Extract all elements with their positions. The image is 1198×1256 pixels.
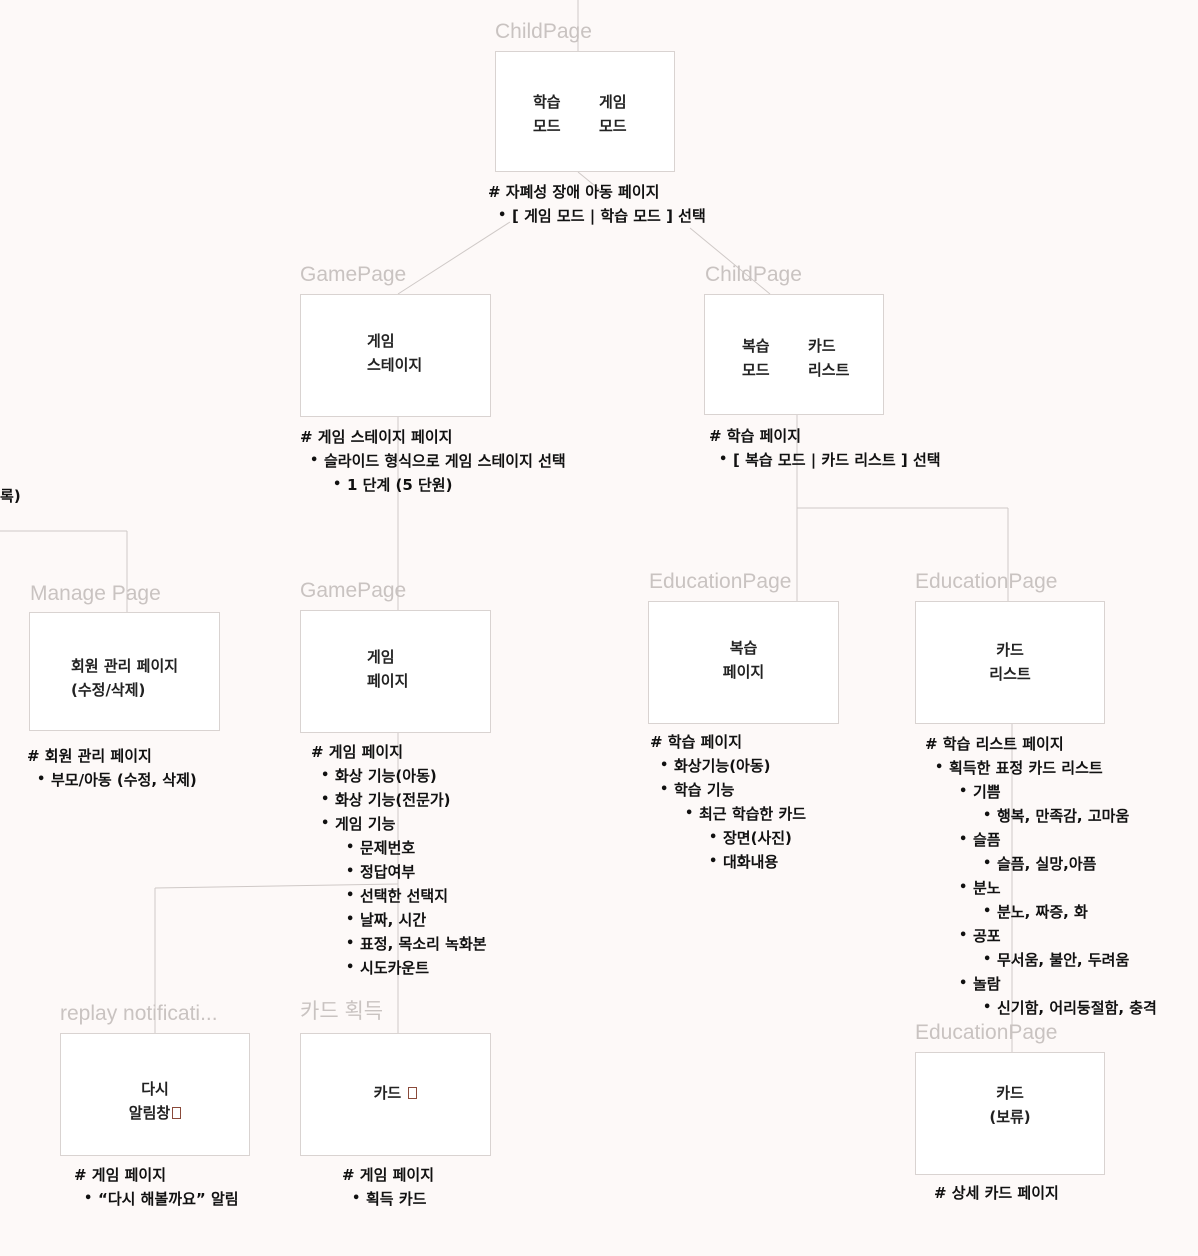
emotion-name: 분노 <box>959 876 1133 900</box>
note-heading: # 상세 카드 페이지 <box>934 1184 1059 1202</box>
note-item: 부모/아동 (수정, 삭제) <box>37 768 197 792</box>
emotion-words: 분노, 짜증, 화 <box>983 900 1157 924</box>
note-item: 화상기능(아동) <box>660 754 781 778</box>
frame-text: 복습 페이지 <box>722 639 765 681</box>
note-heading: # 게임 페이지 <box>311 743 404 761</box>
frame-title: ChildPage <box>705 263 802 286</box>
frame-title: EducationPage <box>915 570 1058 593</box>
note-heading: # 회원 관리 페이지 <box>27 747 152 765</box>
frame-text: 게임 스테이지 <box>367 332 423 374</box>
note-item: 슬라이드 형식으로 게임 스테이지 선택 <box>310 449 566 473</box>
frame-title: 카드 획득 <box>300 1000 384 1023</box>
child-main-note: # 자폐성 장애 아동 페이지 [ 게임 모드 | 학습 모드 ] 선택 <box>488 180 706 228</box>
note-item: 획득 카드 <box>352 1187 458 1211</box>
calendar-icon <box>172 1107 182 1119</box>
note-sub-item: 시도카운트 <box>346 956 487 980</box>
frame-text: 다시 <box>141 1080 169 1098</box>
note-sub-item: 문제번호 <box>346 836 487 860</box>
frame-text: 복습 모드 <box>742 337 770 379</box>
note-heading: # 학습 리스트 페이지 <box>925 735 1064 753</box>
card-get-frame[interactable]: 카드 <box>300 1033 491 1156</box>
child-review-note: # 학습 페이지 [ 복습 모드 | 카드 리스트 ] 선택 <box>709 424 941 472</box>
note-heading: # 게임 페이지 <box>342 1166 435 1184</box>
note-sub-item: 정답여부 <box>346 860 487 884</box>
replay-note: # 게임 페이지 “다시 해볼까요” 알림 <box>74 1163 239 1211</box>
note-sub-item: 선택한 선택지 <box>346 884 487 908</box>
frame-text: 게임 페이지 <box>367 648 409 690</box>
frame-text: 카드 (보류) <box>989 1084 1031 1126</box>
manage-frame[interactable]: 회원 관리 페이지 (수정/삭제) <box>29 612 220 731</box>
frame-text-line: 카드 <box>301 1081 490 1105</box>
note-sub-item: 1 단계 (5 단원) <box>333 473 589 497</box>
frame-title: ChildPage <box>495 20 592 43</box>
emotion-words: 무서움, 불안, 두려움 <box>983 948 1157 972</box>
card-get-note: # 게임 페이지 획득 카드 <box>342 1163 434 1211</box>
note-fragment: 록 <box>0 487 14 505</box>
frame-text-line: 알림창 <box>61 1101 249 1125</box>
frame-text: 게임 모드 <box>599 93 627 135</box>
frame-title: GamePage <box>300 579 407 602</box>
note-fragment: ) <box>13 487 21 505</box>
note-sub-sub-item: 대화내용 <box>709 850 830 874</box>
child-main-frame[interactable]: 학습 모드 게임 모드 <box>495 51 675 172</box>
note-sub-item: 날짜, 시간 <box>346 908 487 932</box>
emotion-name: 기쁨 <box>959 780 1133 804</box>
child-review-frame[interactable]: 복습 모드 카드 리스트 <box>704 294 884 415</box>
frame-text: 카드 리스트 <box>808 337 850 379</box>
card-hold-note: # 상세 카드 페이지 <box>934 1181 1059 1205</box>
partial-edge-note: 록) <box>0 484 21 508</box>
frame-title: Manage Page <box>30 582 161 605</box>
emotion-name: 놀람 <box>959 972 1133 996</box>
note-item: 게임 기능 <box>321 812 462 836</box>
emotion-name: 슬픔 <box>959 828 1133 852</box>
note-heading: # 학습 페이지 <box>650 733 743 751</box>
note-heading: # 게임 스테이지 페이지 <box>300 428 453 446</box>
frame-text: 카드 리스트 <box>989 641 1031 683</box>
note-item: “다시 해볼까요” 알림 <box>84 1187 239 1211</box>
note-sub-item: 표정, 목소리 녹화본 <box>346 932 486 956</box>
game-page-frame[interactable]: 게임 페이지 <box>300 610 491 733</box>
note-heading: # 자폐성 장애 아동 페이지 <box>488 183 660 201</box>
emotion-name: 공포 <box>959 924 1133 948</box>
replay-frame[interactable]: 다시 알림창 <box>60 1033 250 1156</box>
note-item: 화상 기능(아동) <box>321 764 462 788</box>
note-item: 획득한 표정 카드 리스트 <box>935 756 1109 780</box>
frame-text: 회원 관리 페이지 (수정/삭제) <box>71 657 179 699</box>
note-item: [ 복습 모드 | 카드 리스트 ] 선택 <box>719 448 941 472</box>
frame-title: GamePage <box>300 263 407 286</box>
frame-text: 학습 모드 <box>533 93 561 135</box>
frame-title: replay notificati... <box>60 1002 218 1025</box>
emotion-words: 행복, 만족감, 고마움 <box>983 804 1157 828</box>
emotion-words: 신기함, 어리둥절함, 충격 <box>983 996 1157 1020</box>
card-hold-frame[interactable]: 카드 (보류) <box>915 1052 1105 1175</box>
game-page-note: # 게임 페이지 화상 기능(아동) 화상 기능(전문가) 게임 기능 문제번호… <box>311 740 487 980</box>
game-stage-frame[interactable]: 게임 스테이지 <box>300 294 491 417</box>
card-list-frame[interactable]: 카드 리스트 <box>915 601 1105 724</box>
frame-title: EducationPage <box>649 570 792 593</box>
card-list-note: # 학습 리스트 페이지 획득한 표정 카드 리스트 기쁨 행복, 만족감, 고… <box>925 732 1157 1020</box>
calendar-icon <box>408 1087 418 1099</box>
note-item: 화상 기능(전문가) <box>321 788 462 812</box>
manage-note: # 회원 관리 페이지 부모/아동 (수정, 삭제) <box>27 744 197 792</box>
note-heading: # 학습 페이지 <box>709 427 802 445</box>
note-heading: # 게임 페이지 <box>74 1166 167 1184</box>
frame-title: EducationPage <box>915 1021 1058 1044</box>
review-page-note: # 학습 페이지 화상기능(아동) 학습 기능 최근 학습한 카드 장면(사진)… <box>650 730 806 874</box>
note-item: [ 게임 모드 | 학습 모드 ] 선택 <box>498 204 706 228</box>
review-page-frame[interactable]: 복습 페이지 <box>648 601 839 724</box>
game-stage-note: # 게임 스테이지 페이지 슬라이드 형식으로 게임 스테이지 선택 1 단계 … <box>300 425 566 497</box>
note-item: 학습 기능 <box>660 778 781 802</box>
note-sub-sub-item: 장면(사진) <box>709 826 830 850</box>
note-sub-item: 최근 학습한 카드 <box>685 802 806 826</box>
emotion-words: 슬픔, 실망,아픔 <box>983 852 1157 876</box>
